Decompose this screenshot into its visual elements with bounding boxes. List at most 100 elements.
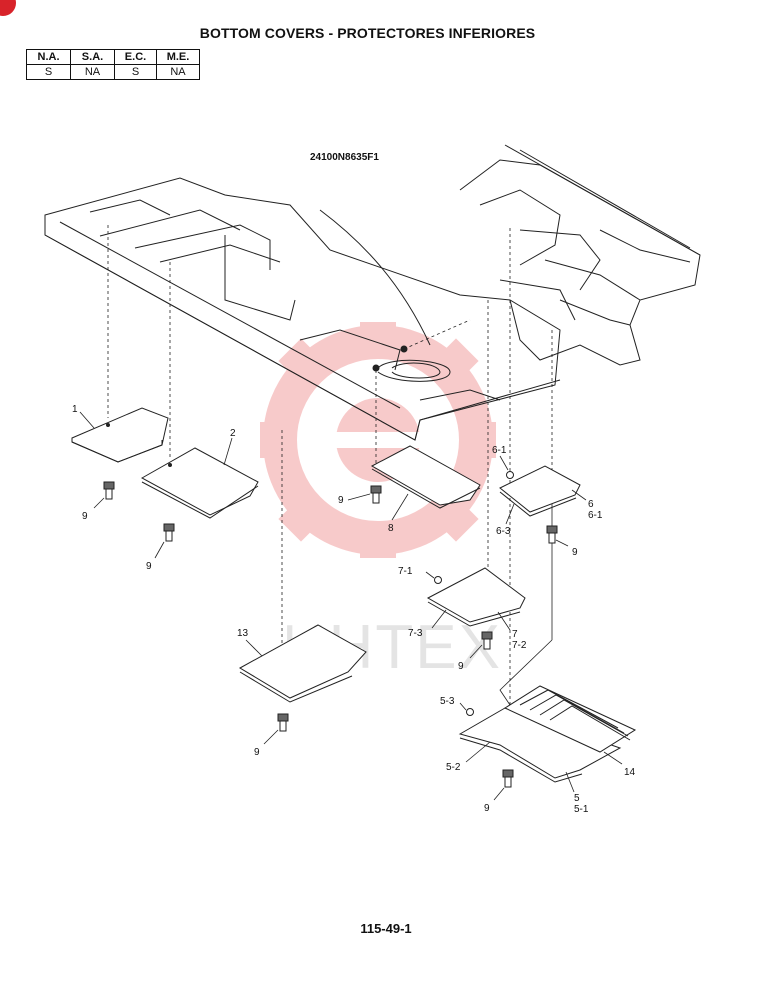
part-6-1-nut [506, 471, 514, 479]
leader-line [403, 319, 471, 350]
callout-pointer [263, 729, 279, 745]
applicability-table: N.A. S.A. E.C. M.E. S NA S NA [26, 49, 200, 80]
screw-head [502, 769, 514, 778]
frame-right-inner [544, 259, 641, 301]
part-13-edge [239, 671, 353, 703]
callout-pointer [465, 741, 491, 763]
screw-head [103, 481, 115, 490]
corner-logo-mark [0, 0, 16, 16]
part-13-plate [238, 624, 367, 699]
screw-shank [483, 638, 491, 650]
applicability-value-me: NA [156, 64, 200, 80]
frame-rail-inner [99, 209, 241, 237]
part-2-cover [140, 447, 259, 519]
watermark-gear-tooth [260, 422, 290, 458]
part-8-cover [370, 445, 481, 509]
screw-9-icon [481, 631, 493, 650]
frame-right-top-edge [504, 144, 701, 256]
frame-cable [319, 209, 431, 346]
frame-rail-inner [89, 199, 171, 216]
frame-rail-bracket [419, 389, 501, 401]
callout-label: 5-3 [440, 696, 455, 707]
part-14-slot [539, 699, 629, 737]
frame-rail-inner [159, 244, 281, 263]
page-title: BOTTOM COVERS - PROTECTORES INFERIORES [199, 25, 536, 41]
callout-label: 9 [254, 747, 260, 758]
callout-pointer [571, 489, 587, 501]
frame-right-inner [499, 279, 576, 321]
applicability-value-row: S NA S NA [26, 64, 200, 80]
callout-label: 9 [572, 547, 578, 558]
screw-9-icon [277, 713, 289, 732]
part-8-edge [371, 468, 481, 509]
callout-label: 9 [338, 495, 344, 506]
callout-label: 13 [237, 628, 249, 639]
part-7-plate [426, 567, 526, 623]
leader-lines [107, 225, 553, 705]
frame-right-inner [559, 299, 631, 326]
callout-label: 1 [72, 404, 78, 415]
callout-label: 9 [146, 561, 152, 572]
callout-label: 6-1 [588, 510, 603, 521]
screw-head [163, 523, 175, 532]
part-6-edge [499, 491, 577, 517]
frame-loop [377, 359, 451, 382]
watermark-logo: ИНТЕХ [260, 322, 500, 682]
part-14-slot [549, 705, 631, 741]
callout-pointer [499, 455, 509, 471]
frame-rail-inner [59, 221, 401, 409]
callout-label: 7-2 [512, 640, 527, 651]
screw-9-icon [103, 481, 115, 500]
callout-pointer [505, 503, 515, 525]
part-2-plate [140, 447, 259, 516]
part-14-slot [529, 694, 625, 734]
frame-rail-bracket [224, 235, 296, 321]
screw-shank [279, 720, 287, 732]
part-2-edge [141, 481, 259, 519]
screw-head [546, 525, 558, 534]
watermark-gear-tooth [466, 422, 496, 458]
callout-pointer [459, 702, 467, 711]
callout-label: 6-3 [496, 526, 511, 537]
watermark-gear-slot [330, 432, 426, 448]
callout-pointer [497, 611, 511, 631]
frame-structure [44, 144, 701, 441]
callout-pointer [425, 571, 435, 579]
frame-right-top-edge [519, 149, 691, 249]
screw-head [370, 485, 382, 494]
frame-right-inner [479, 189, 561, 266]
watermark-gear-tooth [360, 528, 396, 558]
callout-label: 2 [230, 428, 236, 439]
callout-pointer [93, 497, 105, 509]
callout-pointer [347, 493, 371, 501]
frame-rail-bracket [299, 329, 401, 371]
frame-rail-edge [44, 234, 561, 441]
part-14-slot [519, 689, 619, 729]
screw-shank [105, 488, 113, 500]
frame-right-inner [519, 229, 601, 291]
callout-label: 7 [512, 629, 518, 640]
callout-label: 9 [82, 511, 88, 522]
part-1-edge [71, 440, 163, 463]
callout-pointers [79, 411, 623, 801]
callout-pointer [603, 751, 623, 765]
screw-shank [165, 530, 173, 542]
solid-leader-lines [499, 490, 553, 706]
callout-labels: 1 2 9 9 13 9 9 8 6-1 6 6-1 6-3 9 7-1 7-3… [72, 404, 636, 815]
part-2-hole [168, 463, 172, 467]
part-6-cover [499, 465, 581, 517]
part-1-plate [71, 407, 169, 463]
part-1-cover [71, 407, 169, 463]
screws [103, 481, 558, 788]
screw-head [481, 631, 493, 640]
part-14-cover [503, 685, 637, 753]
callout-label: 14 [624, 767, 636, 778]
part-6-plate [499, 465, 581, 513]
part-7-cover [426, 567, 526, 627]
watermark-gear-tooth [360, 322, 396, 352]
screw-9-icon [502, 769, 514, 788]
callout-pointer [391, 493, 409, 521]
callout-pointer [223, 437, 233, 466]
callout-label: 5-1 [574, 804, 589, 815]
